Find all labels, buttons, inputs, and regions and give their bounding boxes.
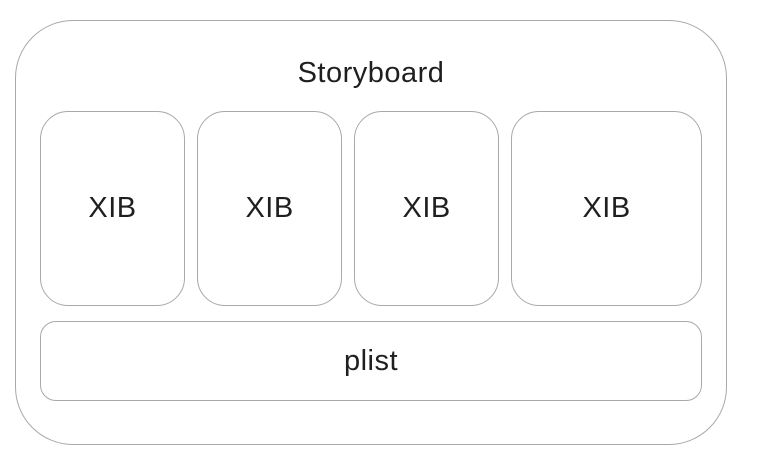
- xib-box-2: XIB: [197, 111, 343, 306]
- storyboard-container: Storyboard XIB XIB XIB XIB plist: [15, 20, 727, 445]
- xib-row: XIB XIB XIB XIB: [40, 111, 703, 306]
- xib-box-1: XIB: [40, 111, 186, 306]
- storyboard-label: Storyboard: [297, 56, 445, 89]
- plist-bar: plist: [40, 321, 702, 401]
- xib-box-4: XIB: [511, 111, 703, 306]
- xib-box-3: XIB: [354, 111, 500, 306]
